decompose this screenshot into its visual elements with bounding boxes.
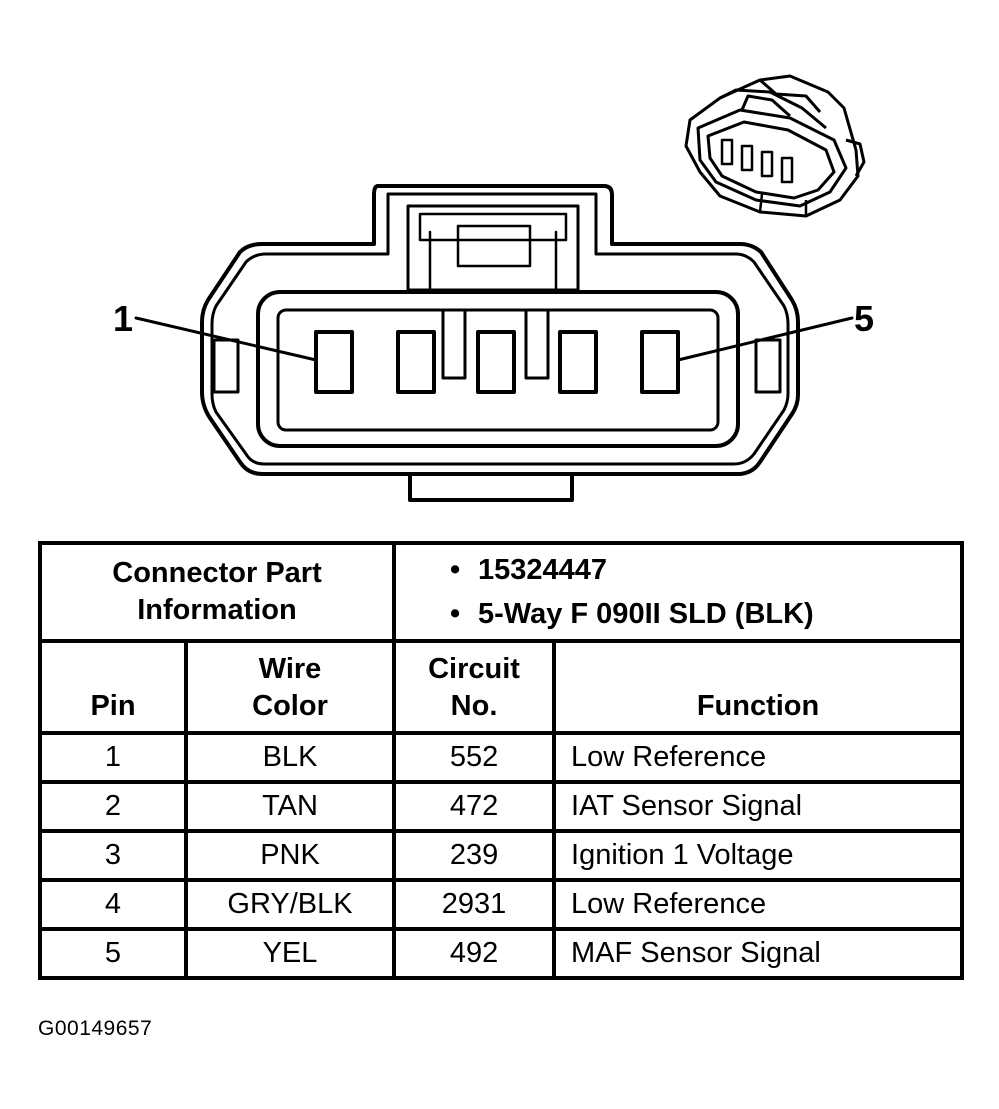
col-header-pin: Pin xyxy=(38,639,188,735)
leader-line-pin-1 xyxy=(134,316,318,362)
key-right xyxy=(524,308,550,380)
part-number: 15324447 xyxy=(478,554,608,586)
cell-function: IAT Sensor Signal xyxy=(552,780,965,833)
side-tab-right xyxy=(754,338,782,394)
cell-circuit: 2931 xyxy=(392,878,557,931)
col-header-function: Function xyxy=(552,639,965,735)
pin-cavity-4 xyxy=(558,330,598,394)
part-number-item: • 5-Way F 090II SLD (BLK) xyxy=(450,592,960,636)
figure-id: G00149657 xyxy=(38,1017,153,1040)
pin-cavity-3 xyxy=(476,330,516,394)
part-info-header: Connector Part Information xyxy=(37,541,397,643)
pin-cavity-2 xyxy=(396,330,436,394)
part-description: 5-Way F 090II SLD (BLK) xyxy=(478,598,814,630)
leader-line-pin-5 xyxy=(676,316,854,362)
cell-pin: 4 xyxy=(38,878,188,931)
cell-function: Low Reference xyxy=(552,878,965,931)
pin-label-5: 5 xyxy=(854,298,875,339)
part-info-header-line1: Connector Part xyxy=(112,557,322,589)
cell-circuit: 472 xyxy=(392,780,557,833)
table-row: 3 PNK 239 Ignition 1 Voltage xyxy=(38,829,965,882)
cell-function: Ignition 1 Voltage xyxy=(552,829,965,882)
latch-inner xyxy=(418,212,568,242)
latch-window xyxy=(456,224,532,268)
side-tab-left xyxy=(212,338,240,394)
bullet: • xyxy=(450,598,461,630)
part-info-header-line2: Information xyxy=(137,594,297,626)
pin-cavity-5 xyxy=(640,330,680,394)
cell-circuit: 552 xyxy=(392,731,557,784)
connector-inner-shell xyxy=(210,192,790,466)
bullet: • xyxy=(450,554,461,586)
cell-wire-color: GRY/BLK xyxy=(183,878,397,931)
part-number-item: • 15324447 xyxy=(450,548,960,592)
part-numbers-cell: • 15324447 • 5-Way F 090II SLD (BLK) xyxy=(392,541,965,643)
cell-pin: 1 xyxy=(38,731,188,784)
table-row: 2 TAN 472 IAT Sensor Signal xyxy=(38,780,965,833)
cell-function: Low Reference xyxy=(552,731,965,784)
latch-outer xyxy=(406,204,580,292)
table-row: 4 GRY/BLK 2931 Low Reference xyxy=(38,878,965,931)
cell-function: MAF Sensor Signal xyxy=(552,927,965,980)
connector-diagram xyxy=(134,74,866,502)
table-row: 1 BLK 552 Low Reference xyxy=(38,731,965,784)
part-info-row: Connector Part Information • 15324447 • 5-… xyxy=(37,541,965,643)
pin-label-1: 1 xyxy=(113,298,134,339)
connector-outer-shell xyxy=(200,184,800,476)
table-row: 5 YEL 492 MAF Sensor Signal xyxy=(38,927,965,980)
cell-pin: 2 xyxy=(38,780,188,833)
cell-pin: 5 xyxy=(38,927,188,980)
cell-circuit: 492 xyxy=(392,927,557,980)
connector-face-outer xyxy=(256,290,740,448)
cell-wire-color: TAN xyxy=(183,780,397,833)
pin-cavity-1 xyxy=(314,330,354,394)
cell-pin: 3 xyxy=(38,829,188,882)
cell-circuit: 239 xyxy=(392,829,557,882)
bottom-tab xyxy=(408,472,574,502)
connector-info-table: Connector Part Information • 15324447 • 5-… xyxy=(37,541,965,980)
cell-wire-color: BLK xyxy=(183,731,397,784)
key-left xyxy=(441,308,467,380)
connector-perspective-view xyxy=(684,74,866,218)
cell-wire-color: YEL xyxy=(183,927,397,980)
cell-wire-color: PNK xyxy=(183,829,397,882)
connector-face-inner xyxy=(276,308,720,432)
